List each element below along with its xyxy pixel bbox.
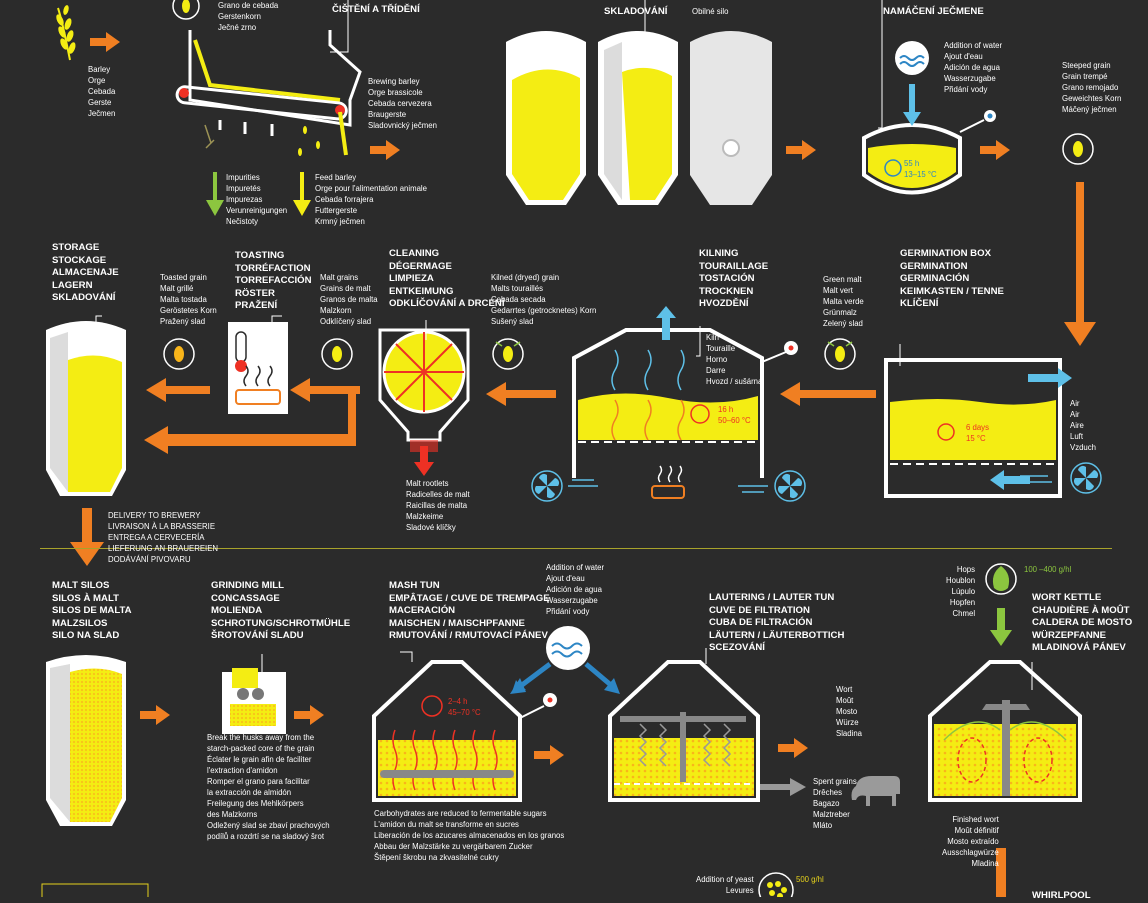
cleaning-machine	[175, 30, 362, 156]
feed-barley-label: Feed barley Orge pour l'alimentation ani…	[315, 173, 428, 226]
arrow-to-silos	[370, 140, 400, 160]
steeped-grain-label: Steeped grain Grain trempé Grano remojad…	[1062, 61, 1122, 114]
legend-box	[41, 883, 149, 897]
spent-grains-label: Spent grains Drêches Bagazo Malztreber M…	[813, 777, 857, 830]
mash-time-label: 2–4 h 45–70 °C	[448, 697, 481, 717]
fan-icon-left	[531, 470, 598, 502]
mash-tun	[372, 660, 557, 802]
grinding-mill	[222, 668, 286, 734]
air-label: Air Air Aire Luft Vzduch	[1070, 399, 1097, 452]
arrow-mill-to-mash	[294, 705, 324, 725]
arrow-cleaning-to-toasting	[290, 378, 360, 402]
hops-icon	[985, 563, 1017, 646]
arrow-to-steeping	[786, 140, 816, 160]
kilned-grain-label: Kilned (dryed) grain Malts touraillés Ce…	[491, 273, 597, 326]
cow-icon	[851, 776, 900, 806]
germination-title: GERMINATION BOX GERMINATION GERMINACIÓN …	[900, 248, 1004, 310]
water-addition-mash-label: Addition of water Ajout d'eau Adición de…	[546, 563, 605, 616]
cleaning-title: CLEANING DÉGERMAGE LIMPIEZA ENTKEIMUNG O…	[389, 248, 505, 310]
arrow-lauter-to-kettle	[778, 738, 808, 758]
arrow-silo-to-mill	[140, 705, 170, 725]
toasted-grain-label: Toasted grain Malt grillé Malta tostada …	[160, 273, 217, 326]
arrow-germination-to-kiln	[780, 382, 876, 406]
germination-time-label: 6 days 15 °C	[966, 423, 989, 443]
steep-time-label: 55 h 13–15 °C	[904, 159, 937, 179]
arrow-kiln-to-cleaning	[486, 382, 556, 406]
brewing-barley-label: Brewing barley Orge brassicole Cebada ce…	[368, 77, 437, 130]
arrow-delivery-down	[70, 508, 104, 566]
whirlpool-title: WHIRLPOOL	[1032, 890, 1091, 901]
water-source-icon	[510, 626, 620, 694]
toasting-oven	[228, 322, 288, 414]
spent-grains-arrow	[760, 778, 806, 796]
grain-icon-top	[172, 0, 200, 20]
kiln	[572, 306, 798, 499]
feed-barley-arrow	[293, 172, 311, 216]
arrow-down-to-germination	[1064, 182, 1096, 346]
arrow-barley-to-cleaning	[90, 32, 120, 52]
grain-label: Grano de cebada Gerstenkorn Ječné zrno	[218, 1, 279, 32]
fan-icon-germination	[1070, 462, 1102, 494]
lauter-title: LAUTERING / LAUTER TUN CUVE DE FILTRATIO…	[709, 592, 845, 654]
kiln-time-label: 16 h 50–60 °C	[718, 405, 751, 425]
storage-silo-row2	[46, 321, 126, 496]
silo-top-label: Obilné silo	[692, 7, 729, 16]
germination-box	[884, 358, 1072, 498]
hops-label: Hops Houblon Lúpulo Hopfen Chmel	[946, 565, 976, 618]
green-malt-label: Green malt Malt vert Malta verde Grünmal…	[823, 275, 864, 328]
grinding-description: Break the husks away from the starch-pac…	[207, 733, 330, 841]
kilned-grain-icon	[492, 338, 524, 370]
delivery-label: DELIVERY TO BREWERY LIVRAISON À LA BRASS…	[108, 511, 219, 564]
arrow-bypass-to-storage	[144, 392, 356, 454]
lauter-tun	[608, 660, 760, 802]
arrow-to-steeped-grain	[980, 140, 1010, 160]
kilning-title: KILNING TOURAILLAGE TOSTACIÓN TROCKNEN H…	[699, 248, 769, 310]
impurities-label: Impurities Impuretés Impurezas Verunrein…	[226, 173, 288, 226]
water-addition-label: Addition of water Ajout d'eau Adición de…	[944, 41, 1003, 94]
arrow-kettle-down	[996, 848, 1006, 897]
cleaning-sorting-title: ČIŠTĚNÍ A TŘÍDĚNÍ	[332, 4, 420, 15]
arrow-toasting-to-storage	[146, 378, 210, 402]
section-divider	[40, 548, 1112, 549]
degerming-machine	[378, 328, 470, 476]
arrow-mash-to-lauter	[534, 745, 564, 765]
kiln-label: Kiln Touraille Horno Darre Hvozd / sušár…	[706, 333, 763, 386]
green-malt-icon	[824, 338, 856, 370]
malt-grain-icon	[321, 338, 353, 370]
toasting-title: TOASTING TORRÉFACTION TORREFACCIÓN RÖSTE…	[235, 250, 312, 312]
malt-silos-title: MALT SILOS SILOS À MALT SILOS DE MALTA M…	[52, 580, 132, 642]
storage-top-title: SKLADOVÁNÍ	[604, 6, 668, 17]
yeast-label: Addition of yeast Levures	[696, 875, 754, 895]
hops-amount-label: 100 –400 g/hl	[1024, 565, 1072, 574]
mash-title: MASH TUN EMPÂTAGE / CUVE DE TREMPAGE MAC…	[389, 580, 550, 642]
leader-lines	[95, 0, 1033, 690]
yeast-icon	[758, 872, 794, 897]
yeast-amount-label: 500 g/hl	[796, 875, 824, 884]
toasted-grain-icon	[163, 338, 195, 370]
steeped-grain-icon	[1062, 133, 1094, 165]
barley-icon	[56, 5, 76, 61]
wort-label: Wort Moût Mosto Würze Sladina	[836, 685, 863, 738]
impurities-arrow	[206, 172, 224, 216]
wort-kettle-title: WORT KETTLE CHAUDIÈRE À MOÛT CALDERA DE …	[1032, 592, 1133, 654]
malt-rootlets-label: Malt rootlets Radicelles de malt Raicill…	[406, 479, 470, 532]
storage-title: STORAGE STOCKAGE ALMACENAJE LAGERN SKLAD…	[52, 242, 119, 304]
malt-silo	[46, 655, 126, 826]
mash-description: Carbohydrates are reduced to fermentable…	[374, 809, 565, 862]
fan-icon-right	[738, 470, 806, 502]
grinding-title: GRINDING MILL CONCASSAGE MOLIENDA SCHROT…	[211, 580, 351, 642]
finished-wort-label: Finished wort Moût définitif Mosto extra…	[942, 815, 999, 868]
malt-grains-label: Malt grains Grains de malt Granos de mal…	[320, 273, 378, 326]
steeping-tank	[862, 41, 996, 195]
wort-kettle	[928, 660, 1082, 802]
storage-silos	[506, 31, 772, 205]
steeping-title: NAMÁČENÍ JEČMENE	[883, 6, 984, 17]
barley-label: Barley Orge Cebada Gerste Ječmen	[88, 65, 116, 118]
